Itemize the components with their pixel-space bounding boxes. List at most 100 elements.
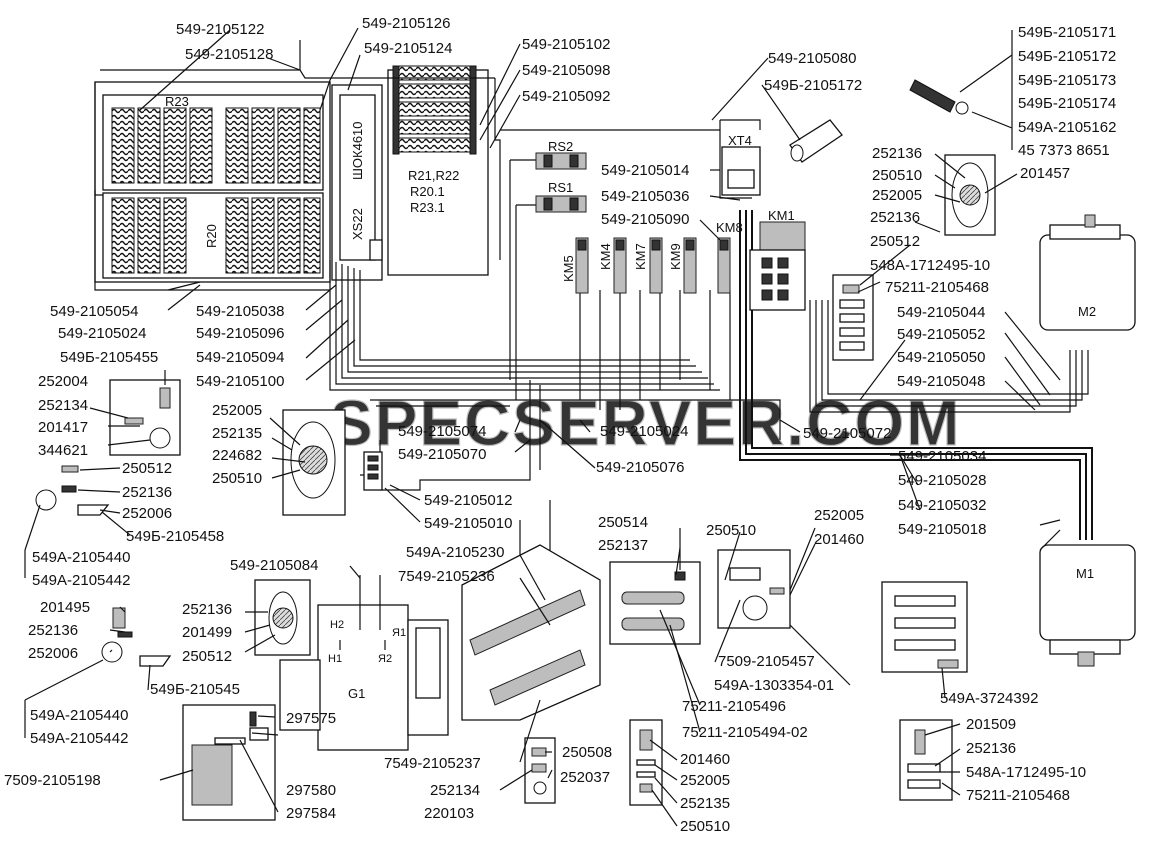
label-549-2105010: 549-2105010 <box>424 515 512 532</box>
part-box-201499 <box>254 579 311 656</box>
label-549-2105092: 549-2105092 <box>522 88 610 105</box>
label-75211-2105468-a: 75211-2105468 <box>885 279 989 296</box>
label-549-2105096: 549-2105096 <box>196 325 284 342</box>
part-box-220103 <box>524 737 556 804</box>
label-549-2105122: 549-2105122 <box>176 21 264 38</box>
label-549-2105032: 549-2105032 <box>898 497 986 514</box>
label-252005-d: 252005 <box>680 772 730 789</box>
label-201460-a: 201460 <box>814 531 864 548</box>
label-252136-e: 252136 <box>182 601 232 618</box>
label-250512-a: 250512 <box>870 233 920 250</box>
fuse-rs1 <box>535 195 587 213</box>
label-km1: KM1 <box>768 208 795 223</box>
label-7509-2105198: 7509-2105198 <box>4 772 101 789</box>
label-h2: H2 <box>330 619 344 631</box>
label-224682: 224682 <box>212 447 262 464</box>
label-250510-c: 250510 <box>706 522 756 539</box>
part-box-201457 <box>944 154 996 236</box>
label-549-2105034: 549-2105034 <box>898 448 986 465</box>
label-rs2: RS2 <box>548 139 573 154</box>
label-252037: 252037 <box>560 769 610 786</box>
label-250510-b: 250510 <box>212 470 262 487</box>
label-549-2105072: 549-2105072 <box>803 425 891 442</box>
contactors <box>575 237 731 294</box>
label-549-2105070: 549-2105070 <box>398 446 486 463</box>
label-549-2105024-a: 549-2105024 <box>58 325 146 342</box>
label-rs1: RS1 <box>548 180 573 195</box>
label-549-2105128: 549-2105128 <box>185 46 273 63</box>
label-549a-3724392: 549А-3724392 <box>940 690 1038 707</box>
contactor-km1 <box>749 221 806 311</box>
label-252136-b: 252136 <box>870 209 920 226</box>
label-548a-1712495-10-b: 548А-1712495-10 <box>966 764 1086 781</box>
label-549b-2105172-b: 549Б-2105172 <box>1018 48 1116 65</box>
label-250514: 250514 <box>598 514 648 531</box>
label-km4: KM4 <box>598 243 613 270</box>
label-75211-2105468-b: 75211-2105468 <box>966 787 1070 804</box>
watermark: SPECSERVER.COM <box>330 387 961 459</box>
generator-g1 <box>279 604 449 751</box>
label-549-2105094: 549-2105094 <box>196 349 284 366</box>
resistor-block <box>94 81 331 283</box>
label-220103: 220103 <box>424 805 474 822</box>
part-box-344621 <box>109 379 181 456</box>
label-252005-c: 252005 <box>814 507 864 524</box>
label-r21-r22: R21,R22 <box>408 168 459 183</box>
label-45-7373-8651: 45 7373 8651 <box>1018 142 1110 159</box>
label-549-2105074: 549-2105074 <box>398 423 486 440</box>
label-549-2105102: 549-2105102 <box>522 36 610 53</box>
label-g1: G1 <box>348 686 365 701</box>
motor-m2 <box>1039 214 1136 331</box>
duct-assembly <box>461 544 601 721</box>
label-201417: 201417 <box>38 419 88 436</box>
label-297584: 297584 <box>286 805 336 822</box>
label-252136-c: 252136 <box>122 484 172 501</box>
label-r20: R20 <box>204 224 219 248</box>
label-h1: H1 <box>328 653 342 665</box>
part-box-75211-2105494 <box>609 561 701 645</box>
terminal-xt4 <box>721 146 761 196</box>
label-75211-2105496: 75211-2105496 <box>682 698 786 715</box>
cable-end-549b <box>789 119 843 163</box>
label-549-2105024-b: 549-2105024 <box>600 423 688 440</box>
label-549b-2105458: 549Б-2105458 <box>126 528 224 545</box>
fuse-rs2 <box>535 152 587 170</box>
label-549a-2105230: 549А-2105230 <box>406 544 504 561</box>
label-549-2105038: 549-2105038 <box>196 303 284 320</box>
label-549-2105012: 549-2105012 <box>424 492 512 509</box>
label-549-2105036: 549-2105036 <box>601 188 689 205</box>
label-549-2105126: 549-2105126 <box>362 15 450 32</box>
label-shok: ШОК4610 <box>350 121 365 180</box>
label-ya1: Я1 <box>392 627 406 639</box>
label-252135-a: 252135 <box>212 425 262 442</box>
label-252135-b: 252135 <box>680 795 730 812</box>
label-252005-a: 252005 <box>872 187 922 204</box>
label-252136-f: 252136 <box>966 740 1016 757</box>
label-252134-b: 252134 <box>430 782 480 799</box>
label-252136-d: 252136 <box>28 622 78 639</box>
label-xt4: XT4 <box>728 133 752 148</box>
label-549-2105084: 549-2105084 <box>230 557 318 574</box>
label-xs22: XS22 <box>350 208 365 240</box>
resistor-stack-r21 <box>387 65 489 276</box>
label-549-2105050: 549-2105050 <box>897 349 985 366</box>
label-201457: 201457 <box>1020 165 1070 182</box>
shok-unit <box>331 84 383 281</box>
label-549a-2105442-b: 549А-2105442 <box>30 730 128 747</box>
label-km8: KM8 <box>716 220 743 235</box>
label-7549-2105237: 7549-2105237 <box>384 755 481 772</box>
cable-end-549a <box>909 79 969 115</box>
label-549-2105054: 549-2105054 <box>50 303 138 320</box>
part-box-548a-top <box>832 274 874 361</box>
label-252006-b: 252006 <box>28 645 78 662</box>
label-549-2105044: 549-2105044 <box>897 304 985 321</box>
part-box-a3724392 <box>881 581 968 673</box>
label-252005-b: 252005 <box>212 402 262 419</box>
label-549-2105090: 549-2105090 <box>601 211 689 228</box>
label-201495: 201495 <box>40 599 90 616</box>
label-252137: 252137 <box>598 537 648 554</box>
label-252134-a: 252134 <box>38 397 88 414</box>
label-252006-a: 252006 <box>122 505 172 522</box>
label-297580: 297580 <box>286 782 336 799</box>
label-549-2105048: 549-2105048 <box>897 373 985 390</box>
